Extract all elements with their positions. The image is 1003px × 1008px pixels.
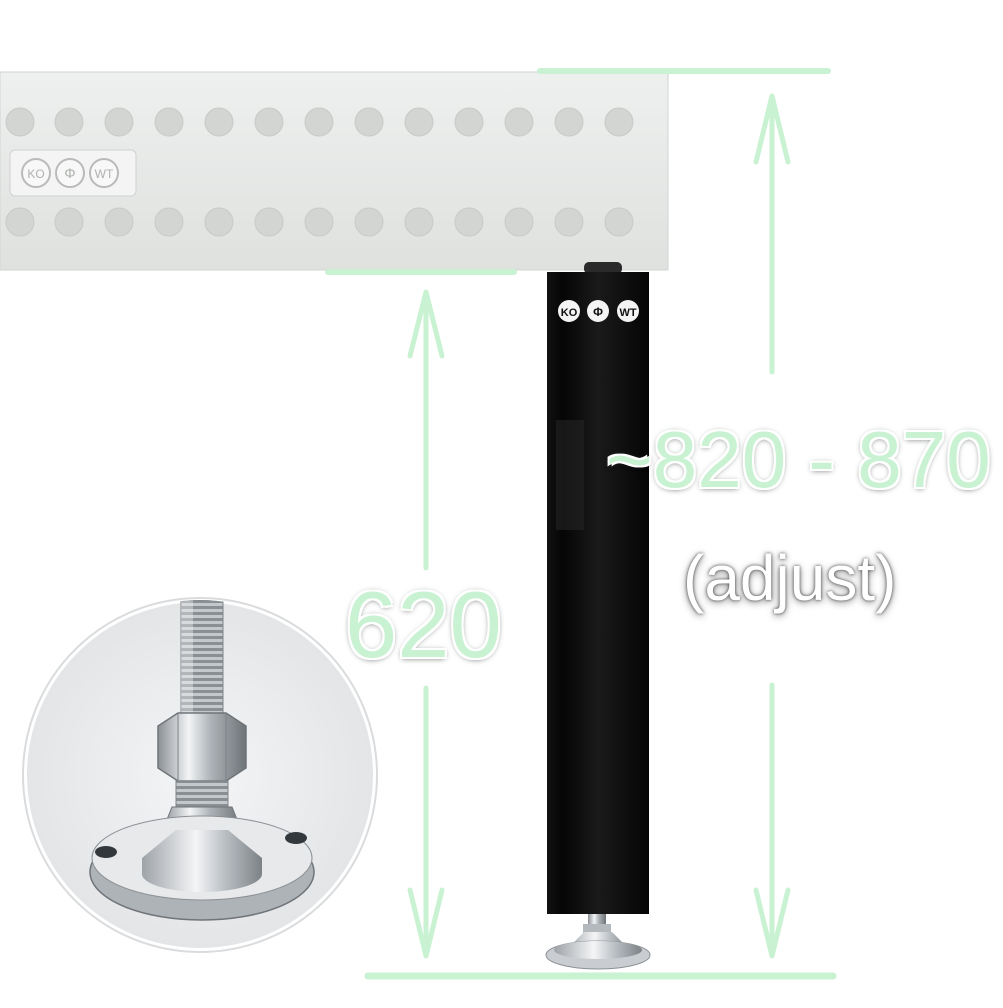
frame-logo-badge-phi: Φ xyxy=(64,165,75,181)
adjust-note-label: (adjust) xyxy=(683,542,897,614)
leg-leveling-foot xyxy=(545,914,651,970)
leg-logo-badge-phi: Φ xyxy=(593,305,603,319)
leg-logo-badge-wt: WT xyxy=(619,307,636,319)
frame-logo-badge-wt: WT xyxy=(95,167,114,181)
dim-total-line xyxy=(753,93,791,959)
frame-logo-plate: KO Φ WT xyxy=(9,149,137,197)
frame-hole-row-bottom xyxy=(5,207,634,237)
mounting-hole-left xyxy=(95,846,117,858)
mounting-hole-right xyxy=(285,832,307,844)
table-leg: KO Φ WT xyxy=(545,262,651,970)
dimension-lines xyxy=(325,68,837,980)
table-frame: KO Φ WT xyxy=(0,71,669,271)
leveling-foot-detail-inset xyxy=(22,597,378,953)
hex-nut xyxy=(157,712,247,782)
frame-logo-badge-ko: KO xyxy=(27,167,44,181)
leg-logo-badge-ko: KO xyxy=(561,307,578,319)
dim-620-line xyxy=(407,289,445,959)
frame-height-label: 620 xyxy=(345,572,502,677)
total-height-range-label: ~820 - 870 xyxy=(606,415,991,504)
leg-logo: KO Φ WT xyxy=(558,300,639,322)
frame-hole-row-top xyxy=(5,107,634,137)
